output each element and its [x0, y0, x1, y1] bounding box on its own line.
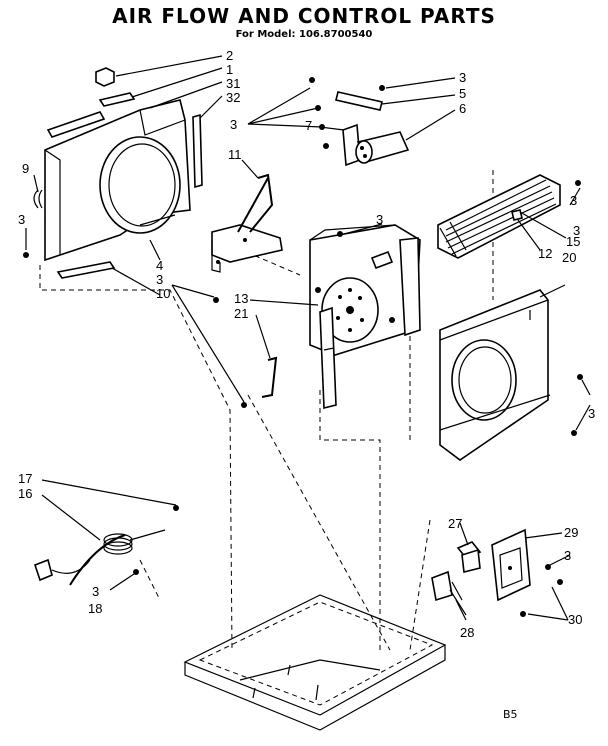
figure-code: B5: [503, 708, 518, 721]
part-thermostat: [431, 570, 467, 616]
part-support-leg: [319, 306, 337, 410]
callout-3-right-top: 3: [570, 193, 577, 208]
part-selector-switch: [456, 541, 482, 573]
callout-1: 1: [226, 62, 233, 77]
part-small-bracket: [261, 356, 278, 398]
callout-3-left: 3: [230, 117, 237, 132]
callout-28: 28: [460, 625, 474, 640]
callout-3-mid: 3: [156, 272, 163, 287]
callout-6: 6: [459, 101, 466, 116]
callout-2: 2: [226, 48, 233, 63]
callout-32: 32: [226, 90, 240, 105]
callout-30: 30: [568, 612, 582, 627]
callout-9: 9: [22, 161, 29, 176]
callout-15: 15: [566, 234, 580, 249]
part-grille-clip: [511, 209, 523, 221]
screws: [23, 77, 583, 617]
callout-7: 7: [305, 118, 312, 133]
callout-27: 27: [448, 516, 462, 531]
part-motor-mount-plate: [309, 224, 421, 356]
model-subtitle: For Model: 106.8700540: [235, 29, 373, 40]
part-capacitor: [355, 131, 410, 164]
callout-29: 29: [564, 525, 578, 540]
part-control-box: [491, 528, 531, 602]
callout-21: 21: [234, 306, 248, 321]
callout-18: 18: [88, 601, 102, 616]
part-foam-strip-long: [46, 111, 106, 138]
callout-3-lower-right: 3: [588, 406, 595, 421]
callout-3-center: 3: [376, 212, 383, 227]
callout-3-control: 3: [564, 548, 571, 563]
part-foam-strip-short: [98, 92, 136, 107]
part-fan-shroud-panel: [439, 289, 551, 461]
callout-12: 12: [538, 246, 552, 261]
callout-labels: 2 1 31 32 3 5 6 3 7 9 11 3 3 4 3 10 13 2…: [18, 48, 595, 640]
part-air-duct-housing: [44, 99, 191, 262]
callout-16: 16: [18, 486, 32, 501]
part-mounting-bracket: [211, 173, 283, 273]
diagram-title: AIR FLOW AND CONTROL PARTS: [112, 4, 496, 28]
callout-13: 13: [234, 291, 248, 306]
callout-3-cord: 3: [92, 584, 99, 599]
callout-3-right: 3: [573, 223, 580, 238]
part-seal-strip-bottom: [56, 261, 116, 279]
leader-lines: [25, 55, 591, 621]
callout-5: 5: [459, 86, 466, 101]
callout-4: 4: [156, 258, 163, 273]
callout-3-far-left: 3: [18, 212, 25, 227]
part-power-cord: [33, 529, 166, 586]
callout-10: 10: [156, 286, 170, 301]
callout-3-top: 3: [459, 70, 466, 85]
part-base-pan: [183, 594, 447, 731]
part-clip: [33, 189, 43, 209]
part-seal-strip-vertical: [192, 113, 203, 189]
callout-11: 11: [228, 147, 242, 162]
callout-17: 17: [18, 471, 32, 486]
callout-20: 20: [562, 250, 576, 265]
part-capacitor-strap: [335, 91, 383, 111]
part-insulation-block: [95, 67, 115, 87]
part-grille: [437, 174, 561, 259]
callout-31: 31: [226, 76, 240, 91]
